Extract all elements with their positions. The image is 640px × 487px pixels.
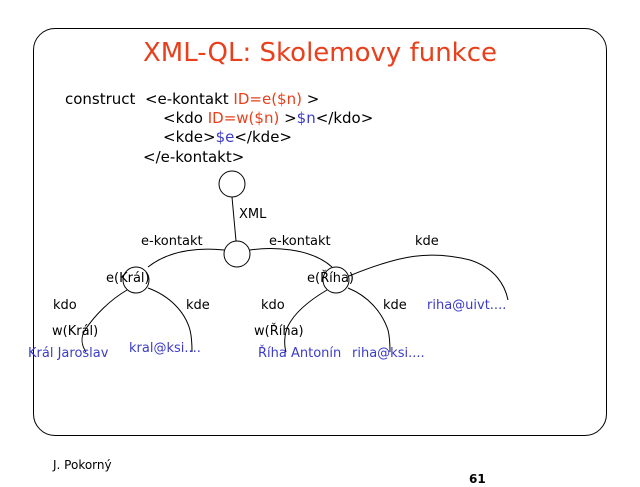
- code-id-expression: ID=e($n): [233, 90, 302, 108]
- edge-label-e-kontakt-right: e-kontakt: [269, 234, 331, 249]
- root-node: [218, 170, 246, 198]
- edge-label-riha-kde: kde: [383, 298, 407, 313]
- edge-label-kde-far: kde: [415, 234, 439, 249]
- code-text: </kde>: [234, 128, 292, 146]
- edge-e-kontakt-right: [249, 248, 333, 268]
- code-text: construct <e-kontakt: [65, 90, 234, 108]
- value-riha-email: riha@ksi....: [352, 346, 425, 361]
- edge-xml: [231, 196, 237, 242]
- node-e-kral: [122, 266, 150, 294]
- value-kral-email: kral@ksi....: [129, 341, 201, 356]
- edge-label-e-kontakt-left: e-kontakt: [141, 234, 203, 249]
- slide-frame: [33, 28, 607, 436]
- code-line-kdo: <kdo ID=w($n) >$n</kdo>: [163, 109, 373, 128]
- code-text: </kdo>: [315, 109, 374, 127]
- edge-kral-kdo: [81, 289, 128, 353]
- node-label-e-riha: e(Říha): [307, 271, 354, 286]
- node-label-w-kral: w(Král): [52, 324, 99, 339]
- slide-title: XML-QL: Skolemovy funkce: [142, 38, 498, 68]
- node-label-e-kral: e(Král): [106, 271, 150, 286]
- edge-label-kral-kdo: kdo: [53, 298, 77, 313]
- code-variable: $e: [215, 128, 235, 146]
- code-line-close: </e-kontakt>: [143, 148, 244, 167]
- edge-kral-kde: [147, 287, 193, 353]
- edge-label-kral-kde: kde: [186, 298, 210, 313]
- value-riha-name: Říha Antonín: [258, 346, 342, 361]
- edge-kde-far: [348, 254, 509, 301]
- xml-node: [223, 240, 251, 268]
- code-id-expression: ID=w($n): [207, 109, 280, 127]
- footer-author: J. Pokorný: [53, 458, 112, 472]
- node-label-w-riha: w(Říha): [254, 324, 304, 339]
- code-text: >: [301, 90, 320, 108]
- code-text: <kdo: [163, 109, 208, 127]
- value-riha-uivt: riha@uivt....: [427, 298, 507, 313]
- code-variable: $n: [296, 109, 316, 127]
- code-text: </e-kontakt>: [143, 148, 245, 166]
- edge-riha-kde: [347, 287, 391, 353]
- edge-label-xml: XML: [239, 207, 267, 222]
- code-line-kde: <kde>$e</kde>: [163, 128, 292, 147]
- value-kral-name: Král Jaroslav: [28, 346, 109, 361]
- code-text: >: [279, 109, 297, 127]
- page-number: 61: [469, 472, 486, 486]
- edge-riha-kdo: [284, 289, 328, 353]
- code-text: <kde>: [163, 128, 216, 146]
- code-line-construct: construct <e-kontakt ID=e($n) >: [65, 90, 319, 109]
- node-e-riha: [322, 266, 350, 294]
- edge-label-riha-kdo: kdo: [261, 298, 285, 313]
- edge-e-kontakt-left: [147, 248, 225, 268]
